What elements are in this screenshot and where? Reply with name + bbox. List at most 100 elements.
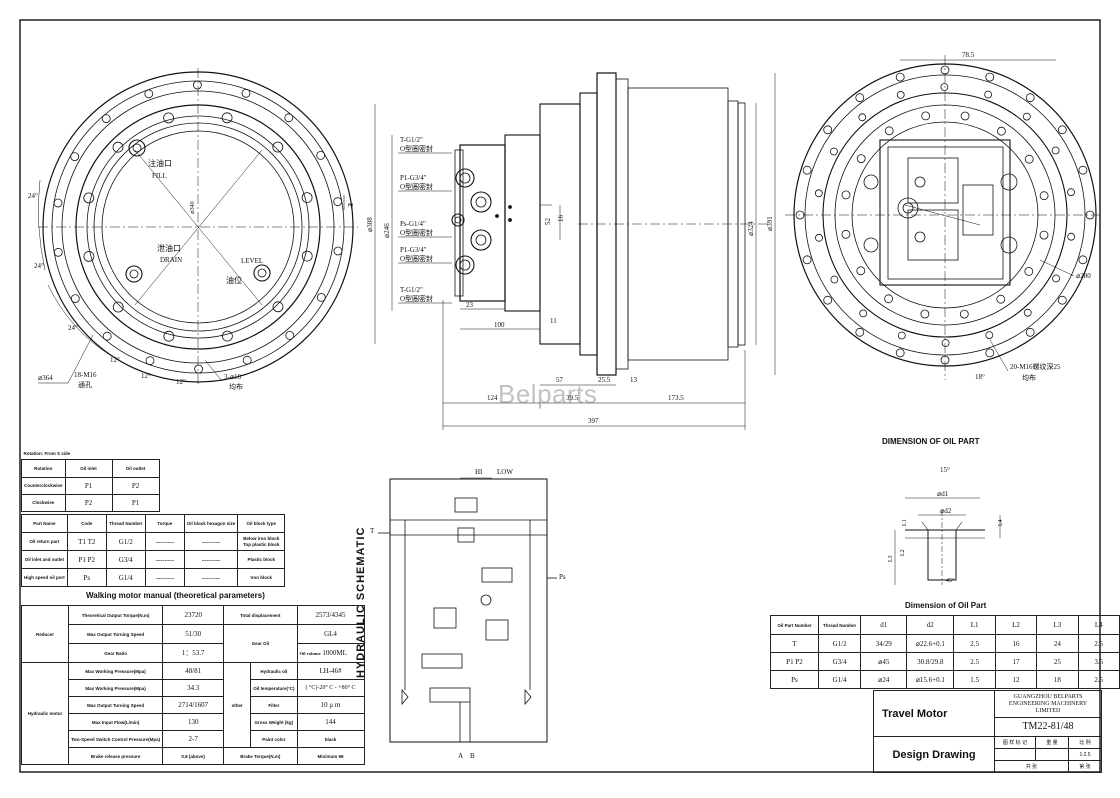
bolt-hole — [884, 294, 893, 304]
title-travel-motor: Travel Motor — [873, 690, 995, 737]
fill-cn-label: 注油口 — [148, 158, 172, 168]
title-design-drawing: Design Drawing — [873, 736, 995, 773]
rot-r0c1: P1 — [64, 476, 113, 495]
bolt-hole — [333, 197, 343, 207]
oil-table-header: d1 — [860, 615, 908, 635]
hydraulic-motor-label: Hydraulic motor — [21, 662, 69, 765]
title-drawing-no: TM22-81/48 — [1022, 721, 1074, 732]
bolt-hole — [70, 152, 80, 162]
bolt-hole — [101, 114, 111, 123]
part-r2c0: High speed oil port — [21, 568, 68, 587]
bolt-hole — [859, 309, 868, 318]
port-label-3-line2: O型圈密封 — [400, 254, 433, 263]
holes-label: 18-M16 — [74, 371, 97, 379]
bolt-hole — [895, 348, 905, 358]
tb-cell-1: 重 量 — [1035, 736, 1069, 749]
angle-12-b: 12° — [141, 372, 151, 380]
bolt-hole — [830, 147, 838, 156]
oil-table-cell: 2.5 — [953, 652, 996, 671]
schematic-low: LOW — [497, 468, 513, 476]
oil-table-cell: ⌀24 — [860, 670, 908, 689]
oil-table-header: Thread Number — [817, 615, 862, 635]
part-r1c3: -------- — [144, 550, 185, 569]
oil-table-cell: G1/4 — [817, 670, 862, 689]
dim-25-5: 25.5 — [598, 376, 611, 384]
part-h4: Oil block hexagon size — [183, 514, 239, 533]
bolt-hole — [830, 275, 839, 284]
bolt-hole — [941, 339, 950, 347]
holes-cn-label: 通孔 — [78, 380, 92, 389]
mot-r3-label: Max Input Flow(L/min) — [67, 713, 164, 731]
port-label-2-line2: O型圈密封 — [400, 228, 433, 237]
total-disp-label: Total displacement — [223, 605, 298, 625]
oil-l2: L2 — [900, 549, 906, 556]
drain-cn-label: 泄油口 — [157, 243, 181, 253]
bolt-hole — [83, 192, 95, 204]
oil-table-cell: 18 — [1036, 670, 1079, 689]
oil-l3: L3 — [888, 555, 894, 562]
oil-table-cell: 2.5 — [1077, 670, 1120, 689]
bolt-hole — [884, 126, 894, 136]
bolt-hole — [144, 89, 154, 99]
manual-title: Walking motor manual (theoretical parame… — [86, 591, 265, 600]
oil-table-cell: T — [770, 634, 819, 653]
bolt-hole — [841, 190, 851, 200]
schematic-b: B — [470, 752, 475, 760]
mot-r4-label: Two-Speed Switch Control Pressure(Mpa) — [67, 730, 164, 748]
oil-table-header: L2 — [994, 615, 1038, 635]
part-h3: Torque — [144, 514, 185, 533]
schematic-hi: HI — [475, 468, 483, 476]
bolt-hole — [996, 294, 1006, 304]
part-r2c4: -------- — [183, 568, 239, 587]
bolt-hole — [1057, 125, 1067, 135]
oil-table-cell: 2.5 — [953, 634, 996, 653]
bolt-hole — [1039, 230, 1049, 240]
reducer-label: Reducer — [21, 605, 69, 663]
dim-52: 52 — [544, 218, 552, 226]
rotation-table: Rotation: From S side Rotation Oil inlet… — [21, 449, 160, 512]
oil-part-title: DIMENSION OF OIL PART — [882, 437, 980, 446]
bolt-hole — [856, 154, 866, 164]
bolt-hole — [985, 348, 995, 358]
e-label: E — [346, 203, 354, 207]
fill-label: FILL — [152, 172, 167, 180]
red-r0-label: Theoretical Output Torque(N.m) — [67, 605, 164, 625]
mot-r5-val: 0.8 (above) — [162, 747, 225, 765]
oil-table-header: d2 — [906, 615, 955, 635]
rot-r1c1: P2 — [64, 493, 113, 512]
part-r0c0: Oil return part — [21, 532, 68, 551]
oil-d1: ⌀d1 — [937, 490, 949, 498]
filter-label: Filter — [250, 696, 298, 714]
red-r2-label: Gear Ratio — [67, 643, 164, 663]
port-label-4-line1: T-G1/2" — [400, 286, 423, 294]
bolt-hole — [855, 93, 865, 103]
dim-57: 57 — [556, 376, 564, 384]
dim-16: 16 — [557, 215, 565, 223]
manual-table: Reducer Theoretical Output Torque(N.m) 2… — [21, 605, 365, 765]
mot-r2-label: Max Output Turning Speed — [67, 696, 164, 714]
oil-table-cell: Ps — [770, 670, 819, 689]
oil-table-cell: 3.5 — [1077, 652, 1120, 671]
bolt-hole — [1024, 266, 1034, 276]
level-label: LEVEL — [241, 257, 263, 265]
bolt-hole — [985, 72, 995, 82]
part-r0c2: G1/2 — [105, 532, 146, 551]
tb-cell-5: 第 张 — [1068, 760, 1102, 773]
gl4-val: GL4 — [296, 624, 365, 644]
dim-173-5: 173.5 — [668, 394, 684, 402]
rot-h1: Oil inlet — [64, 458, 113, 478]
oil-table-cell: 2.5 — [1077, 634, 1120, 653]
oil-table-cell: G1/2 — [817, 634, 862, 653]
angle-12-a: 12° — [110, 356, 120, 364]
mot-r2-val: 2714/1607 — [162, 696, 225, 714]
oil-d2: ⌀d2 — [940, 507, 952, 515]
oil-table-header: L4 — [1077, 615, 1120, 635]
weight-val: 144 — [296, 713, 365, 731]
oil-angle-15: 15° — [940, 466, 950, 474]
filter-val: 10 μ m — [296, 696, 365, 714]
level-cn-label: 油位 — [226, 275, 242, 285]
rot-h0: Rotation — [21, 458, 66, 478]
bolt-hole — [272, 301, 284, 313]
bolt-hole — [194, 364, 204, 374]
bolt-hole — [1078, 255, 1088, 265]
